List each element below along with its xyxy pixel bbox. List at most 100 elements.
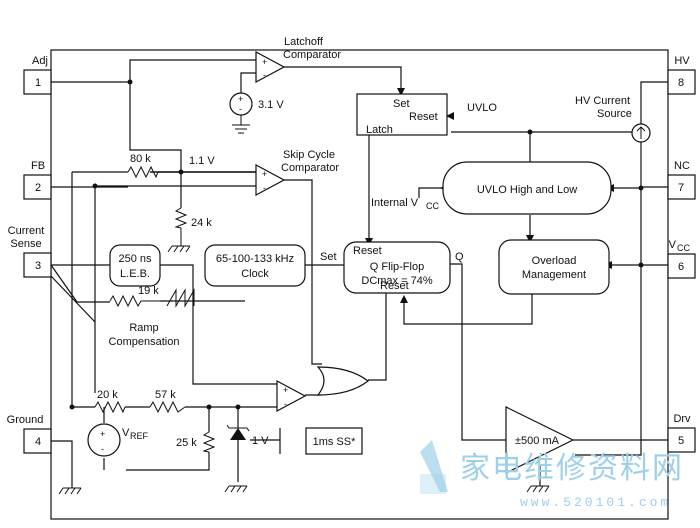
- pin-5: 5 Drv: [667, 413, 696, 453]
- latch-block: Set Reset Latch: [356, 93, 448, 136]
- pwm-comparator: + -: [276, 379, 307, 413]
- svg-text:-: -: [263, 70, 266, 80]
- latchoff-label-line2: Comparator: [283, 49, 341, 61]
- leb-line1: 250 ns: [118, 253, 152, 265]
- svg-text:Internal V: Internal V: [371, 197, 419, 209]
- hv-source-line2: Source: [597, 108, 632, 120]
- svg-text:+: +: [262, 169, 267, 179]
- r80k-label: 80 k: [130, 153, 151, 165]
- pin-6-label: V: [669, 239, 677, 251]
- resistors: [94, 165, 216, 453]
- soft-start-block: 1ms SS*: [279, 427, 363, 455]
- pin-8-number: 8: [678, 77, 684, 89]
- clock-line2: Clock: [241, 268, 269, 280]
- ff-title: Q Flip-Flop: [370, 261, 424, 273]
- pin-6-number: 6: [678, 261, 684, 273]
- ff-dcmax: DCmax = 74%: [361, 275, 432, 287]
- skip-label-line1: Skip Cycle: [283, 149, 335, 161]
- svg-text:-: -: [263, 183, 266, 193]
- leb-block: 250 ns L.E.B.: [109, 244, 161, 287]
- svg-text:+: +: [100, 429, 105, 439]
- clock-line1: 65-100-133 kHz: [216, 253, 294, 265]
- pin-4-label: Ground: [7, 414, 44, 426]
- latchoff-label-line1: Latchoff: [284, 36, 324, 48]
- ground-symbols: [58, 228, 550, 495]
- pin-3-label-line2: Sense: [10, 238, 41, 250]
- pin-2-number: 2: [35, 182, 41, 194]
- latch-latch-label: Latch: [366, 124, 393, 136]
- ramp-label: Ramp Compensation: [109, 322, 180, 348]
- pin-7-label: NC: [674, 160, 690, 172]
- ref-3v1-label: 3.1 V: [258, 99, 284, 111]
- pin-2-label: FB: [31, 160, 45, 172]
- skip-label-line2: Comparator: [281, 162, 339, 174]
- pin-6-label-sub: CC: [677, 243, 690, 253]
- hv-source-line1: HV Current: [575, 95, 630, 107]
- pin-1: 1 Adj: [23, 55, 52, 95]
- watermark-text: 家电维修资料网: [460, 451, 684, 486]
- chip-outline: [50, 49, 669, 520]
- ff-reset-bottom: Reset: [380, 280, 409, 292]
- driver-label: ±500 mA: [515, 435, 560, 447]
- pin-1-number: 1: [35, 77, 41, 89]
- zener-diode: 1 V: [226, 424, 269, 447]
- r25k-label: 25 k: [176, 437, 197, 449]
- svg-text:+: +: [283, 385, 288, 395]
- ramp-sawtooth: [166, 288, 195, 308]
- r24k-label: 24 k: [191, 217, 212, 229]
- pin-8: 8 HV: [667, 55, 696, 95]
- uvlo-label: UVLO: [467, 102, 497, 114]
- uvlo-block: UVLO High and Low: [442, 161, 612, 215]
- ff-reset-top: Reset: [353, 245, 382, 257]
- svg-text:+: +: [262, 57, 267, 67]
- internal-vcc-label: Internal V CC: [371, 197, 439, 211]
- or-gate: [316, 366, 369, 396]
- pin-5-number: 5: [678, 435, 684, 447]
- label-1v1: 1.1 V: [189, 155, 215, 167]
- overload-line1: Overload: [532, 255, 577, 267]
- ref-3v1-source: + - 3.1 V: [229, 92, 284, 134]
- uvlo-block-label: UVLO High and Low: [477, 184, 577, 196]
- leb-line2: L.E.B.: [120, 268, 150, 280]
- junctions: [69, 79, 644, 410]
- watermark-url: www.520101.com: [520, 495, 671, 510]
- svg-text:+: +: [238, 94, 243, 104]
- latch-reset-label: Reset: [409, 111, 438, 123]
- zener-label: 1 V: [252, 435, 269, 447]
- pin-3-number: 3: [35, 260, 41, 272]
- ff-q-label: Q: [455, 251, 464, 263]
- pin-4-number: 4: [35, 436, 41, 448]
- svg-text:-: -: [284, 399, 287, 409]
- latchoff-comparator: + - Latchoff Comparator: [255, 36, 341, 84]
- driver-amplifier: ±500 mA: [505, 406, 575, 474]
- r57k-label: 57 k: [155, 389, 176, 401]
- ff-set-label: Set: [320, 251, 337, 263]
- wires: [50, 59, 668, 488]
- ramp-line2: Compensation: [109, 336, 180, 348]
- pin-2: 2 FB: [23, 160, 52, 200]
- latch-set-label: Set: [393, 98, 410, 110]
- skip-cycle-comparator: + - Skip Cycle Comparator: [255, 149, 339, 197]
- pin-4: 4 Ground: [7, 414, 52, 454]
- svg-text:CC: CC: [426, 201, 439, 211]
- svg-text:-: -: [101, 444, 104, 454]
- svg-text:-: -: [239, 104, 242, 114]
- overload-block: Overload Management: [498, 239, 610, 295]
- clock-block: 65-100-133 kHz Clock: [204, 244, 306, 287]
- pin-5-label: Drv: [673, 413, 691, 425]
- vref-label-sub: REF: [130, 431, 149, 441]
- ramp-line1: Ramp: [129, 322, 158, 334]
- pin-1-label: Adj: [32, 55, 48, 67]
- vref-label: V: [122, 427, 130, 439]
- pin-3-label-line1: Current: [8, 225, 45, 237]
- pin-6: 6 V CC: [667, 239, 696, 279]
- hv-current-source: HV Current Source: [575, 95, 651, 143]
- pin-7: 7 NC: [667, 160, 696, 200]
- pin-8-label: HV: [674, 55, 690, 67]
- r19k-label: 19 k: [138, 285, 159, 297]
- pin-3: 3 Current Sense: [8, 225, 52, 278]
- r20k-label: 20 k: [97, 389, 118, 401]
- vref-source: + - V REF: [87, 423, 149, 457]
- soft-start-label: 1ms SS*: [313, 436, 357, 448]
